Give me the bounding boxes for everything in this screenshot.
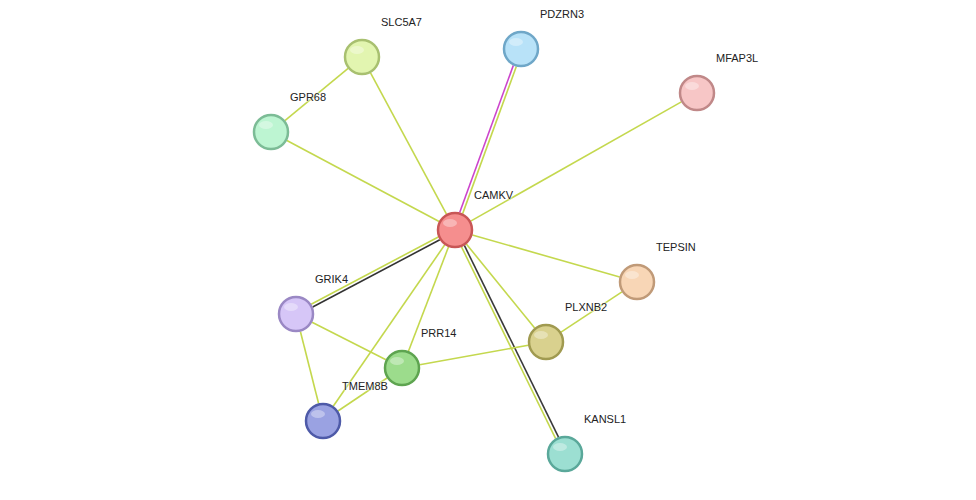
protein-node: CAMKV (437, 212, 473, 248)
interaction-edge (312, 322, 386, 360)
protein-node: TMEM8B (305, 403, 341, 439)
interaction-edge (463, 66, 517, 213)
node-circle (344, 39, 380, 75)
interaction-edge-group (472, 235, 619, 277)
node-circle (547, 436, 583, 472)
protein-node: KANSL1 (547, 436, 583, 472)
interaction-edge (371, 73, 447, 214)
protein-node: MFAP3L (679, 75, 715, 111)
interaction-edge-group (287, 140, 439, 221)
interaction-edge-group (300, 331, 318, 403)
interaction-edge (466, 244, 534, 328)
evidence-line (460, 65, 514, 212)
interaction-edge-group (561, 292, 622, 332)
node-disc (438, 213, 472, 247)
interaction-edge (472, 235, 619, 277)
protein-label: PLXNB2 (565, 301, 607, 313)
node-circle (437, 212, 473, 248)
interaction-edge-group (471, 102, 682, 221)
node-circle (253, 114, 289, 150)
interaction-edge (285, 68, 348, 120)
interaction-edge (311, 237, 438, 304)
interaction-edge (287, 140, 439, 221)
node-circle (278, 296, 314, 332)
interaction-edge-group (338, 378, 387, 411)
node-highlight (259, 121, 273, 129)
interaction-edge (471, 102, 682, 221)
interaction-edge (300, 331, 318, 403)
interaction-edge (420, 345, 529, 365)
interaction-edge-group (333, 245, 445, 406)
protein-label: SLC5A7 (381, 16, 422, 28)
protein-node: GPR68 (253, 114, 289, 150)
node-highlight (311, 410, 325, 418)
protein-node: PDZRN3 (503, 31, 539, 67)
node-circle (384, 350, 420, 386)
protein-label: PRR14 (421, 327, 456, 339)
node-highlight (390, 357, 404, 365)
protein-node: PRR14 (384, 350, 420, 386)
protein-node: SLC5A7 (344, 39, 380, 75)
node-disc (504, 32, 538, 66)
node-disc (620, 265, 654, 299)
protein-label: GRIK4 (315, 273, 348, 285)
node-circle (679, 75, 715, 111)
node-disc (548, 437, 582, 471)
node-circle (528, 324, 564, 360)
protein-label: TMEM8B (342, 380, 388, 392)
node-circle (503, 31, 539, 67)
node-highlight (685, 82, 699, 90)
node-highlight (350, 46, 364, 54)
protein-label: GPR68 (290, 91, 326, 103)
protein-node: PLXNB2 (528, 324, 564, 360)
protein-node: GRIK4 (278, 296, 314, 332)
node-disc (385, 351, 419, 385)
node-highlight (443, 219, 457, 227)
node-circle (619, 264, 655, 300)
node-highlight (625, 271, 639, 279)
protein-label: KANSL1 (584, 413, 626, 425)
node-disc (279, 297, 313, 331)
protein-label: PDZRN3 (540, 8, 584, 20)
interaction-edge (338, 378, 387, 411)
protein-node: TEPSIN (619, 264, 655, 300)
node-highlight (284, 303, 298, 311)
node-disc (680, 76, 714, 110)
interaction-edge (561, 292, 622, 332)
node-circle (305, 403, 341, 439)
node-highlight (534, 331, 548, 339)
interaction-edge-group (311, 237, 440, 307)
interaction-edge-group (420, 345, 529, 365)
protein-label: TEPSIN (656, 241, 696, 253)
node-disc (345, 40, 379, 74)
interaction-edge-group (371, 73, 447, 214)
evidence-line (313, 240, 440, 307)
node-highlight (509, 38, 523, 46)
node-highlight (553, 443, 567, 451)
node-disc (306, 404, 340, 438)
interaction-edge-group (460, 65, 517, 213)
interaction-edge-group (312, 322, 386, 360)
interaction-edge (333, 245, 445, 406)
node-disc (254, 115, 288, 149)
interaction-edge-group (285, 68, 348, 120)
protein-label: CAMKV (474, 189, 513, 201)
interaction-edge-group (466, 244, 534, 328)
node-disc (529, 325, 563, 359)
protein-label: MFAP3L (716, 52, 758, 64)
